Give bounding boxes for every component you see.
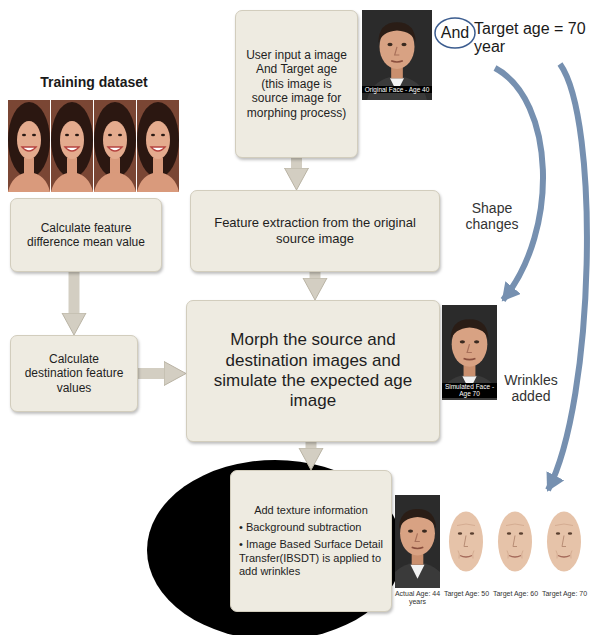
text-group: Calculate feature difference mean value: [19, 221, 153, 250]
training-face: [51, 100, 93, 192]
box-text: Calculate feature difference mean value: [19, 221, 153, 250]
source-photo: [362, 8, 432, 101]
box-text: User input a image And Target age (this …: [244, 48, 349, 120]
box-text: Add texture information: [239, 504, 383, 517]
text-group: Add texture information • Background subt…: [239, 504, 383, 578]
photo-caption: Target Age: 70: [541, 590, 588, 598]
flow-arrow: [310, 272, 321, 284]
bullet-text: • Image Based Surface Detail Transfer(IB…: [239, 538, 383, 578]
aged-face: [492, 496, 538, 588]
photo-caption: Original Face - Age 40: [362, 86, 432, 93]
shape-arrow: [495, 68, 543, 300]
photo-caption: Simulated Face - Age 70: [442, 383, 497, 398]
highlight-circle: [435, 18, 475, 48]
bullet-text: • Background subtraction: [239, 521, 383, 534]
background-ellipse: [147, 460, 403, 635]
training-face: [94, 100, 136, 192]
process-box: Feature extraction from the original sou…: [190, 190, 440, 272]
text-group: Calculate destination feature values: [19, 352, 129, 395]
arrow-head-guide: [138, 373, 186, 374]
photo-caption: Actual Age: 44 years: [394, 590, 441, 606]
arrow-head-guide: [296, 158, 297, 190]
box-text: Morph the source and destination images …: [195, 330, 431, 412]
aged-face: [541, 496, 587, 588]
process-box: Calculate feature difference mean value: [10, 198, 162, 272]
target-age: Target age = 70 year: [474, 20, 586, 57]
photo-caption: Target Age: 50: [443, 590, 490, 598]
keyword: And: [440, 24, 470, 42]
dataset-heading: Training dataset: [8, 74, 180, 90]
simulated-photo: [434, 305, 505, 400]
arrow-head-guide: [315, 272, 316, 300]
texture-box: Add texture information • Background subt…: [230, 470, 392, 612]
text-group: Morph the source and destination images …: [195, 330, 431, 412]
text-group: User input a image And Target age (this …: [244, 48, 349, 120]
arrow-head-guide: [311, 442, 312, 470]
box-text: Feature extraction from the original sou…: [199, 215, 431, 246]
training-face: [8, 100, 50, 192]
morph-box: Morph the source and destination images …: [186, 300, 440, 442]
text-group: Feature extraction from the original sou…: [199, 215, 431, 246]
arrow-label: Shape changes: [462, 200, 522, 232]
flow-arrow: [69, 272, 80, 319]
process-box: Calculate destination feature values: [10, 335, 138, 412]
arrow-label: Wrinkles added: [500, 372, 562, 404]
actual-photo: [383, 495, 453, 588]
wrinkle-arrow: [548, 64, 587, 490]
flow-arrow: [306, 442, 317, 454]
training-face: [137, 100, 179, 192]
input-box: User input a image And Target age (this …: [235, 10, 358, 158]
arrow-head-guide: [74, 272, 75, 335]
aged-face: [443, 496, 489, 588]
photo-caption: Target Age: 60: [492, 590, 539, 598]
flow-arrow: [138, 368, 170, 379]
box-text: Calculate destination feature values: [19, 352, 129, 395]
flow-arrow: [291, 158, 302, 174]
